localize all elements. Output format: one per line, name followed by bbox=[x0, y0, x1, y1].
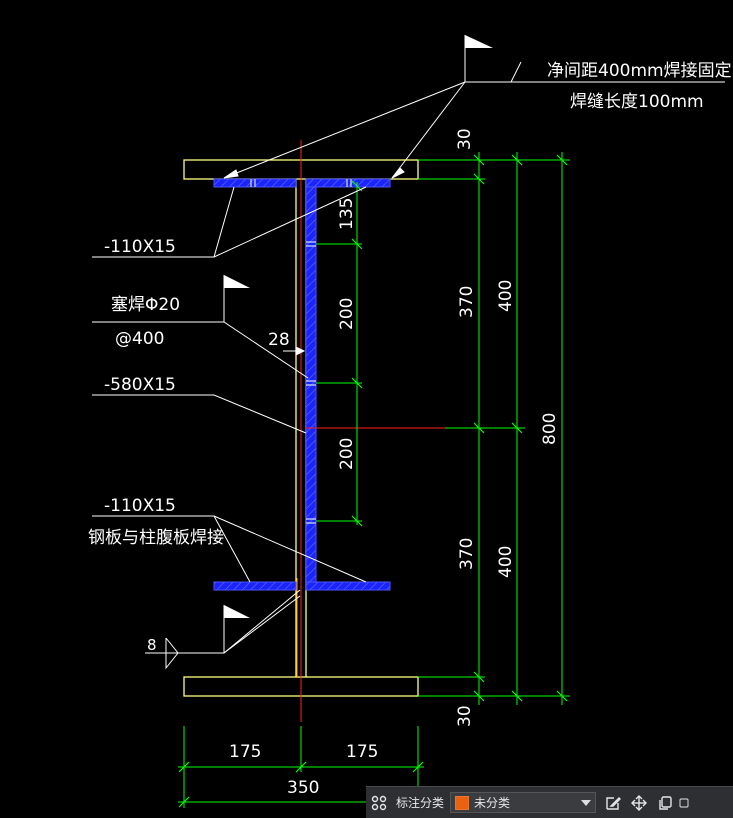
plate-bottom-left bbox=[213, 581, 297, 591]
category-color-swatch bbox=[455, 795, 470, 810]
category-value: 未分类 bbox=[474, 796, 511, 810]
dim-bottom-30: 30 bbox=[455, 705, 475, 727]
plate-bottom-label: -110X15 bbox=[104, 496, 176, 516]
top-note-line2: 焊缝长度100mm bbox=[570, 92, 704, 112]
plug-weld-label-1: 塞焊Φ20 bbox=[111, 295, 180, 315]
more-icon[interactable] bbox=[678, 790, 690, 816]
flag-icon bbox=[224, 275, 250, 288]
web-plate-label: -580X15 bbox=[104, 375, 176, 395]
dim-200-upper: 200 bbox=[337, 298, 357, 330]
annotation-texts: 净间距400mm焊接固定 焊缝长度100mm -110X15 塞焊Φ20 @40… bbox=[88, 61, 732, 654]
dim-175-left: 175 bbox=[229, 742, 261, 762]
plug-weld-marks bbox=[250, 179, 352, 524]
plug-weld-label-2: @400 bbox=[115, 329, 164, 349]
web-offset-label: 28 bbox=[268, 330, 290, 350]
dim-370-upper: 370 bbox=[457, 286, 477, 318]
plate-weld-note: 钢板与柱腹板焊接 bbox=[88, 528, 224, 548]
dim-135: 135 bbox=[337, 198, 357, 230]
dim-200-lower: 200 bbox=[337, 438, 357, 470]
dim-400-lower: 400 bbox=[496, 546, 516, 578]
dimension-texts: 30 135 200 200 370 370 400 400 800 30 17… bbox=[229, 128, 560, 798]
dim-350: 350 bbox=[287, 778, 319, 798]
center-lines bbox=[300, 140, 445, 722]
dim-800: 800 bbox=[540, 413, 560, 445]
move-icon[interactable] bbox=[626, 790, 652, 816]
chevron-down-icon bbox=[581, 799, 592, 806]
annotation-toolbar: 标注分类 未分类 bbox=[366, 786, 733, 818]
dim-370-lower: 370 bbox=[457, 538, 477, 570]
category-select[interactable]: 未分类 bbox=[450, 792, 597, 813]
grid-icon[interactable] bbox=[366, 790, 392, 816]
weld-size-label: 8 bbox=[147, 636, 157, 654]
flag-icon bbox=[224, 605, 250, 618]
dim-top-30: 30 bbox=[455, 128, 475, 150]
edit-icon[interactable] bbox=[600, 790, 626, 816]
dim-175-right: 175 bbox=[346, 742, 378, 762]
leader-lines bbox=[92, 35, 725, 670]
plate-bottom-right bbox=[305, 581, 391, 591]
copy-icon[interactable] bbox=[652, 790, 678, 816]
flag-icons bbox=[224, 35, 493, 618]
category-label: 标注分类 bbox=[396, 796, 445, 810]
vertical-dimensions bbox=[316, 152, 570, 705]
flag-icon bbox=[465, 35, 493, 48]
plate-top-label: -110X15 bbox=[104, 237, 176, 257]
dim-400-upper: 400 bbox=[496, 280, 516, 312]
top-note-line1: 净间距400mm焊接固定 bbox=[547, 61, 732, 81]
reinforcing-plates bbox=[213, 178, 391, 591]
plate-top-right bbox=[305, 178, 391, 188]
